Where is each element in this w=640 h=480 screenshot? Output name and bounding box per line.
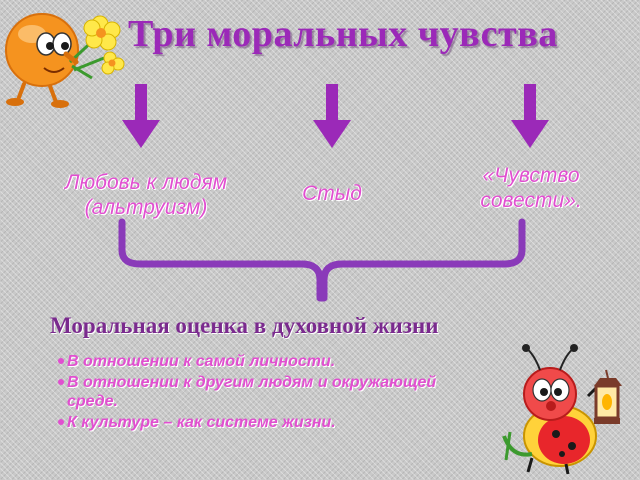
down-arrow-icon — [122, 84, 160, 148]
bullet-icon — [58, 358, 64, 364]
point-text: К культуре – как системе жизни. — [67, 414, 336, 431]
points-list: В отношении к самой личности. В отношени… — [58, 352, 478, 434]
list-item: В отношении к другим людям и окружающей … — [58, 373, 478, 411]
ladybug-lantern-character-icon — [502, 344, 622, 475]
evaluation-heading: Моральная оценка в духовной жизни — [50, 313, 439, 338]
slide-title: Три моральных чувства — [128, 13, 558, 55]
orange-flower-character-icon — [5, 13, 125, 108]
down-arrow-icon — [511, 84, 549, 148]
feeling-love-line1: Любовь к людям — [64, 171, 228, 194]
bullet-icon — [58, 379, 64, 385]
feeling-conscience-line1: «Чувство — [482, 164, 580, 187]
point-text: В отношении к самой личности. — [67, 353, 336, 370]
feeling-conscience-line2: совести». — [480, 189, 582, 212]
curly-brace-icon — [118, 218, 526, 302]
feeling-conscience: «Чувство совести». — [456, 163, 606, 213]
feeling-shame: Стыд — [282, 181, 382, 206]
feeling-love: Любовь к людям (альтруизм) — [36, 170, 256, 220]
down-arrow-icon — [313, 84, 351, 148]
list-item: В отношении к самой личности. — [58, 352, 478, 371]
bullet-icon — [58, 419, 64, 425]
feeling-shame-line1: Стыд — [302, 182, 362, 205]
feeling-love-line2: (альтруизм) — [84, 196, 208, 219]
list-item: К культуре – как системе жизни. — [58, 413, 478, 432]
point-text: В отношении к другим людям и окружающей … — [67, 374, 437, 410]
